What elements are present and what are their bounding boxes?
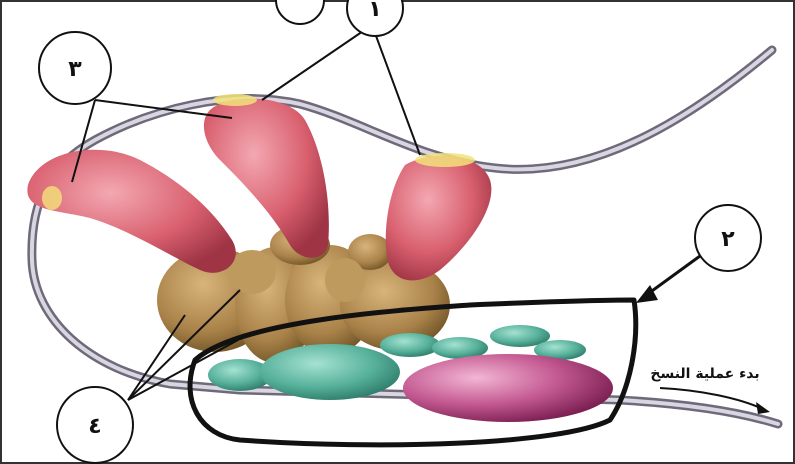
transcription-start-caption: بدء عملية النسخ	[650, 366, 759, 382]
callout-2-label: ٢	[721, 227, 735, 252]
callout-4: ٤	[57, 387, 133, 463]
callout-3: ٣	[39, 32, 111, 104]
caption-arrowhead	[756, 402, 770, 414]
callout-1: ١	[276, 0, 403, 36]
callout-3-label: ٣	[68, 57, 82, 82]
callout-1-label: ١	[368, 0, 381, 22]
callout-2: ٢	[695, 205, 761, 271]
callout-4-label: ٤	[88, 414, 101, 439]
magenta-subunit	[403, 354, 613, 422]
arrow-to-outline	[636, 256, 700, 303]
